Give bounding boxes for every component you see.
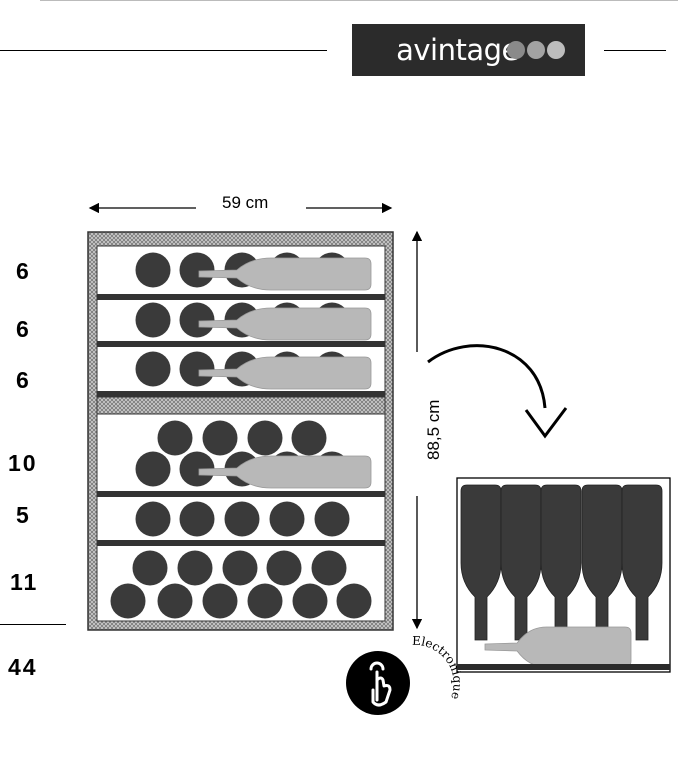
bottle-end xyxy=(177,550,213,586)
shelf-rail xyxy=(97,391,385,397)
width-label: 59 cm xyxy=(222,193,269,212)
shelf-rail xyxy=(97,294,385,300)
header-rule-left xyxy=(0,50,327,51)
bottle-end xyxy=(179,252,215,288)
side-bottle xyxy=(198,455,372,489)
shelf-count-5: 5 xyxy=(16,502,31,528)
shelf-count-6: 11 xyxy=(10,569,39,595)
bottle-end xyxy=(135,501,171,537)
bottle-end xyxy=(110,583,146,619)
brand-dot xyxy=(547,41,565,59)
shelf-rail xyxy=(97,491,385,497)
bottle-end xyxy=(157,583,193,619)
shelf-count-3: 6 xyxy=(16,367,31,393)
brand-dot xyxy=(507,41,525,59)
bottle-end xyxy=(202,420,238,456)
side-bottle xyxy=(198,356,372,390)
bottle-end xyxy=(291,420,327,456)
standing-bottle xyxy=(621,484,663,641)
bottle-end xyxy=(179,302,215,338)
zoom-layer xyxy=(460,484,663,668)
bottle-end xyxy=(224,501,260,537)
total-count: 44 xyxy=(8,654,38,680)
bottle-end xyxy=(135,252,171,288)
shelf-count-4: 10 xyxy=(8,450,38,476)
header-rule-right xyxy=(604,50,666,51)
bottle-end xyxy=(314,501,350,537)
bottle-end xyxy=(222,550,258,586)
page-top-rule xyxy=(40,0,678,1)
zoom-arrow xyxy=(427,344,547,409)
zoom-shelf xyxy=(457,664,670,670)
bottle-end xyxy=(336,583,372,619)
brand-name: avintage xyxy=(396,33,519,67)
side-bottle xyxy=(198,307,372,341)
cabinet-divider xyxy=(96,396,386,415)
bottle-end xyxy=(135,302,171,338)
bottle-end xyxy=(157,420,193,456)
shelf-count-1: 6 xyxy=(16,258,31,284)
bottle-end xyxy=(135,351,171,387)
brand-dots xyxy=(507,41,565,59)
shelves-layer xyxy=(97,252,385,619)
brand-logo: avintage xyxy=(352,24,585,76)
bottle-end xyxy=(269,501,305,537)
shelf-rail xyxy=(97,540,385,546)
touch-hand-icon-glyph xyxy=(369,661,392,707)
side-bottle xyxy=(198,257,372,291)
bottle-end xyxy=(311,550,347,586)
bottle-end xyxy=(292,583,328,619)
shelf-rail xyxy=(97,341,385,347)
bottle-end xyxy=(266,550,302,586)
total-rule xyxy=(0,624,66,625)
bottle-end xyxy=(179,451,215,487)
bottle-end xyxy=(247,420,283,456)
bottle-end xyxy=(202,583,238,619)
zoom-arrowhead xyxy=(524,407,568,439)
bottle-end xyxy=(132,550,168,586)
shelf-count-2: 6 xyxy=(16,316,31,342)
standing-bottle xyxy=(540,484,582,641)
bottle-end xyxy=(247,583,283,619)
bottle-end xyxy=(179,351,215,387)
brand-dot xyxy=(527,41,545,59)
bottle-end xyxy=(135,451,171,487)
bottle-end xyxy=(179,501,215,537)
